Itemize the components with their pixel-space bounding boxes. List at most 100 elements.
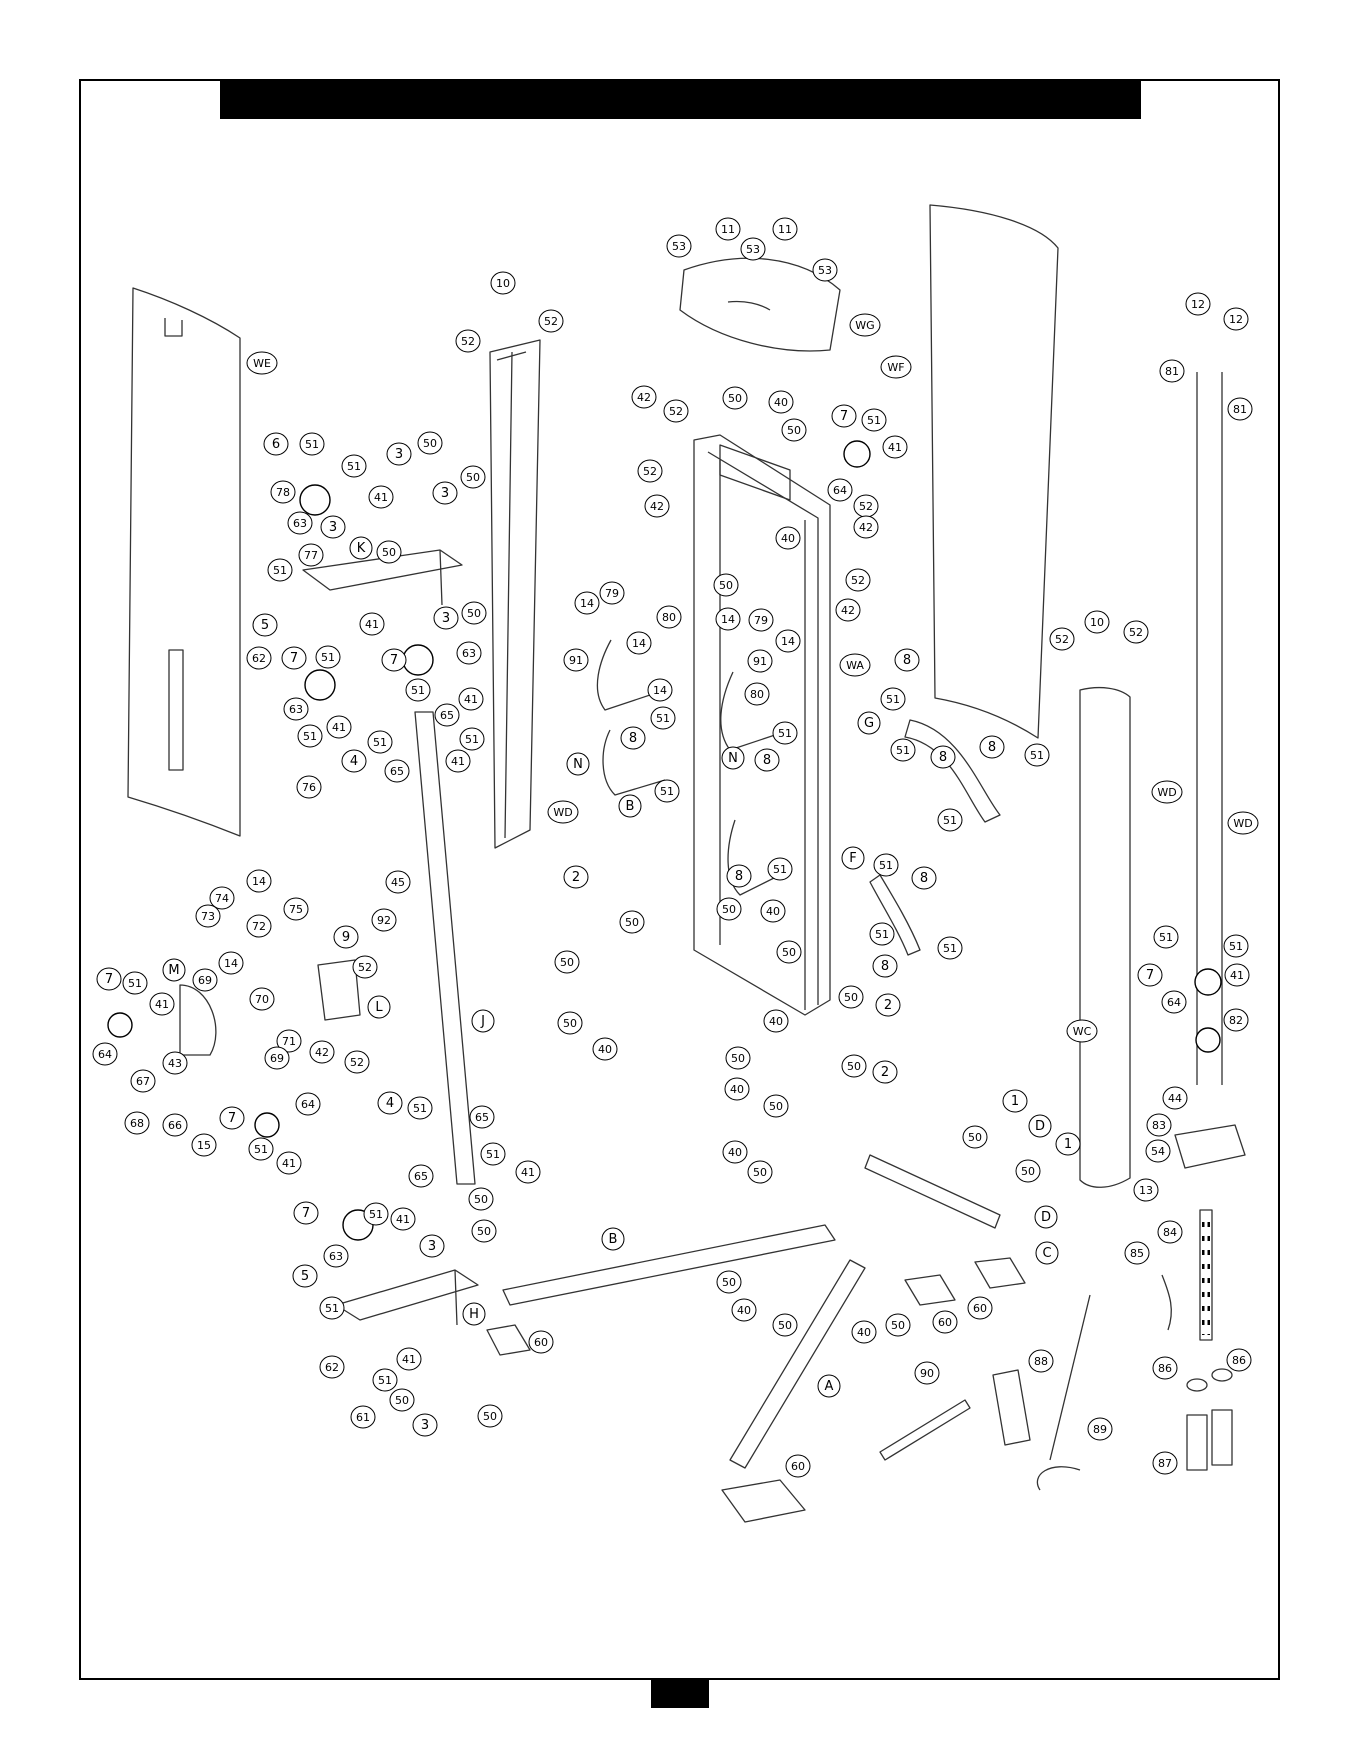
svg-text:65: 65: [440, 709, 454, 722]
page-border: [79, 79, 1280, 1680]
svg-text:50: 50: [782, 946, 796, 959]
callout-C: C: [1035, 1241, 1059, 1265]
svg-text:WD: WD: [553, 806, 572, 819]
svg-text:91: 91: [569, 654, 583, 667]
callout-40: 40: [724, 1077, 750, 1101]
svg-text:8: 8: [988, 740, 996, 755]
callout-60: 60: [528, 1330, 554, 1354]
svg-text:L: L: [375, 1000, 383, 1015]
svg-text:D: D: [1041, 1210, 1051, 1225]
svg-text:50: 50: [891, 1319, 905, 1332]
callout-40: 40: [592, 1037, 618, 1061]
callout-72: 72: [246, 914, 272, 938]
svg-text:7: 7: [390, 653, 398, 668]
callout-14: 14: [647, 678, 673, 702]
callout-44: 44: [1162, 1086, 1188, 1110]
callout-8: 8: [911, 866, 937, 890]
callout-74: 74: [209, 886, 235, 910]
callout-11: 11: [715, 217, 741, 241]
svg-text:63: 63: [462, 647, 476, 660]
callout-79: 79: [748, 608, 774, 632]
callout-65: 65: [384, 759, 410, 783]
callout-50: 50: [1015, 1159, 1041, 1183]
svg-text:H: H: [469, 1307, 479, 1322]
callout-60: 60: [932, 1310, 958, 1334]
callout-64: 64: [827, 478, 853, 502]
svg-text:8: 8: [881, 959, 889, 974]
callout-3: 3: [432, 481, 458, 505]
svg-text:11: 11: [721, 223, 735, 236]
svg-text:42: 42: [637, 391, 651, 404]
callout-53: 53: [666, 234, 692, 258]
svg-text:63: 63: [329, 1250, 343, 1263]
svg-text:91: 91: [753, 655, 767, 668]
callout-8: 8: [620, 726, 646, 750]
svg-text:41: 41: [451, 755, 465, 768]
callout-M: M: [162, 958, 186, 982]
svg-text:51: 51: [778, 727, 792, 740]
callout-42: 42: [631, 385, 657, 409]
callout-1: 1: [1055, 1132, 1081, 1156]
callout-52: 52: [352, 955, 378, 979]
callout-1: 1: [1002, 1089, 1028, 1113]
callout-D: D: [1028, 1114, 1052, 1138]
callout-51: 51: [299, 432, 325, 456]
svg-text:10: 10: [496, 277, 510, 290]
callout-7: 7: [381, 648, 407, 672]
pulley-64-m: [107, 1012, 133, 1038]
svg-text:8: 8: [735, 869, 743, 884]
callout-71: 71: [276, 1029, 302, 1053]
svg-text:53: 53: [818, 264, 832, 277]
callout-8: 8: [872, 954, 898, 978]
handle-n-left: [596, 639, 666, 711]
svg-text:51: 51: [325, 1302, 339, 1315]
svg-text:83: 83: [1152, 1119, 1166, 1132]
svg-text:52: 52: [350, 1056, 364, 1069]
callout-69: 69: [192, 968, 218, 992]
callout-51: 51: [861, 408, 887, 432]
svg-text:75: 75: [289, 903, 303, 916]
svg-text:60: 60: [534, 1336, 548, 1349]
top-plate-83: [1174, 1124, 1246, 1169]
crossbar-g: [904, 719, 1001, 823]
svg-text:3: 3: [421, 1418, 429, 1433]
callout-12: 12: [1185, 292, 1211, 316]
svg-text:40: 40: [766, 905, 780, 918]
callout-51: 51: [1223, 934, 1249, 958]
callout-51: 51: [772, 721, 798, 745]
callout-41: 41: [458, 687, 484, 711]
svg-text:54: 54: [1151, 1145, 1165, 1158]
svg-text:2: 2: [881, 1065, 889, 1080]
svg-text:51: 51: [867, 414, 881, 427]
callout-41: 41: [149, 992, 175, 1016]
callout-60: 60: [785, 1454, 811, 1478]
svg-text:78: 78: [276, 486, 290, 499]
svg-text:41: 41: [888, 441, 902, 454]
callout-50: 50: [962, 1125, 988, 1149]
svg-text:4: 4: [386, 1096, 394, 1111]
callout-42: 42: [644, 494, 670, 518]
callout-86: 86: [1152, 1356, 1178, 1380]
callout-41: 41: [276, 1151, 302, 1175]
weight-bushing-86-right: [1211, 1368, 1233, 1382]
svg-text:12: 12: [1191, 298, 1205, 311]
callout-64: 64: [1161, 990, 1187, 1014]
svg-text:50: 50: [395, 1394, 409, 1407]
callout-41: 41: [396, 1347, 422, 1371]
callout-64: 64: [295, 1092, 321, 1116]
callout-75: 75: [283, 897, 309, 921]
callout-7: 7: [293, 1201, 319, 1225]
svg-text:3: 3: [428, 1239, 436, 1254]
svg-text:50: 50: [778, 1319, 792, 1332]
callout-J: J: [471, 1009, 495, 1033]
callout-50: 50: [838, 985, 864, 1009]
base-tube-c: [864, 1154, 1001, 1229]
shroud-wf: [929, 204, 1059, 739]
callout-65: 65: [408, 1164, 434, 1188]
callout-84: 84: [1157, 1220, 1183, 1244]
svg-text:11: 11: [778, 223, 792, 236]
callout-40: 40: [851, 1320, 877, 1344]
callout-8: 8: [979, 735, 1005, 759]
svg-text:92: 92: [377, 914, 391, 927]
